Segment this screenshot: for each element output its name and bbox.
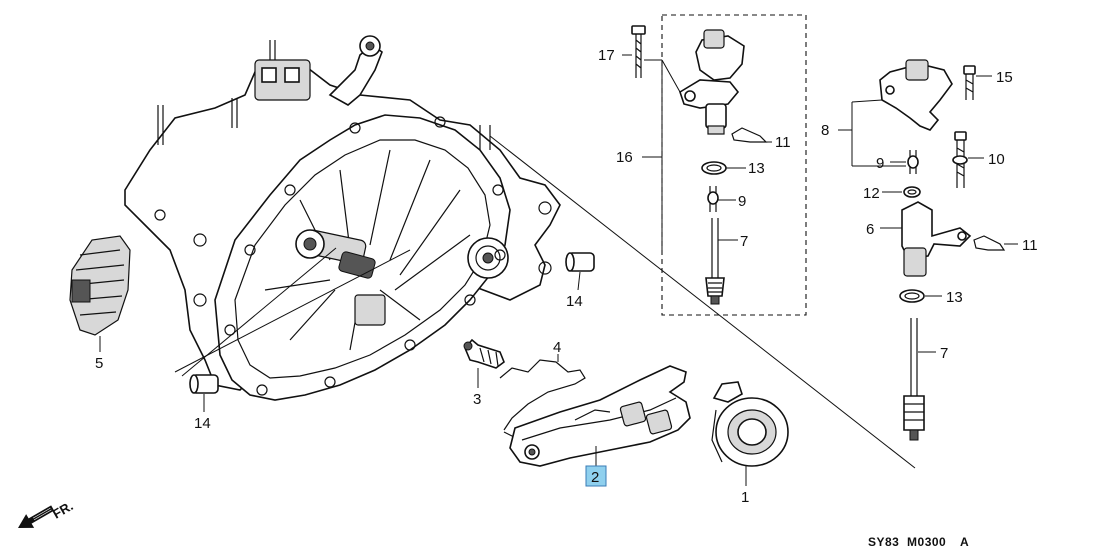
callout-9-right[interactable]: 9: [876, 155, 884, 172]
front-arrow-icon: [18, 505, 55, 528]
part-7-shaft-left[interactable]: [705, 218, 725, 305]
diagram-code-suffix: A: [960, 535, 969, 549]
part-9-pin-right[interactable]: [907, 150, 919, 174]
part-8-speed-sensor[interactable]: [879, 59, 953, 131]
leader-lines: [99, 54, 1018, 486]
part-5-cover[interactable]: [69, 235, 131, 336]
callout-16[interactable]: 16: [616, 149, 633, 166]
callout-3[interactable]: 3: [473, 391, 481, 408]
transmission-housing: [124, 35, 561, 401]
callout-14-left[interactable]: 14: [194, 415, 211, 432]
part-10-bolt[interactable]: [952, 131, 968, 188]
callout-17[interactable]: 17: [598, 47, 615, 64]
part-2-release-fork[interactable]: [509, 365, 691, 467]
callout-labels: 17 16 11 13 9 7 15 8 9 10 12 6 11 13 7 1…: [95, 47, 1038, 506]
part-9-pin-left[interactable]: [707, 186, 719, 212]
diagram-code: SY83 M0300: [868, 535, 946, 549]
callout-12[interactable]: 12: [863, 185, 880, 202]
callout-9-left[interactable]: 9: [738, 193, 746, 210]
callout-7-left[interactable]: 7: [740, 233, 748, 250]
callout-13-left[interactable]: 13: [748, 160, 765, 177]
part-3-pivot-bolt[interactable]: [463, 338, 505, 369]
part-13-oring-left[interactable]: [701, 161, 727, 175]
callout-4[interactable]: 4: [553, 339, 561, 356]
part-7-shaft-right[interactable]: [903, 318, 925, 441]
callout-1[interactable]: 1: [741, 489, 749, 506]
callout-2-highlight: [585, 465, 607, 487]
callout-10[interactable]: 10: [988, 151, 1005, 168]
part-11-clip-right[interactable]: [973, 235, 1006, 251]
callout-13-right[interactable]: 13: [946, 289, 963, 306]
callout-6[interactable]: 6: [866, 221, 874, 238]
callout-11-left[interactable]: 11: [775, 134, 791, 151]
part-14-dowel-left[interactable]: [189, 374, 219, 394]
callout-7-right[interactable]: 7: [940, 345, 948, 362]
part-12-washer[interactable]: [903, 186, 921, 198]
part-16-speed-sensor[interactable]: [679, 29, 745, 135]
callout-14-right[interactable]: 14: [566, 293, 583, 310]
part-17-bolt[interactable]: [631, 25, 646, 78]
front-direction-label: FR.: [50, 498, 76, 521]
front-direction-indicator: FR.: [18, 498, 76, 528]
callout-5[interactable]: 5: [95, 355, 103, 372]
part-11-clip-left[interactable]: [731, 127, 768, 143]
callout-15[interactable]: 15: [996, 69, 1013, 86]
callout-11-right[interactable]: 11: [1022, 237, 1038, 254]
part-14-dowel-right[interactable]: [565, 252, 595, 272]
callout-2[interactable]: 2: [591, 469, 599, 486]
callout-8[interactable]: 8: [821, 122, 829, 139]
part-13-oring-right[interactable]: [899, 289, 925, 303]
part-6-sensor-body[interactable]: [901, 201, 972, 277]
part-1-release-bearing[interactable]: [711, 381, 789, 467]
part-15-bolt[interactable]: [963, 65, 976, 100]
